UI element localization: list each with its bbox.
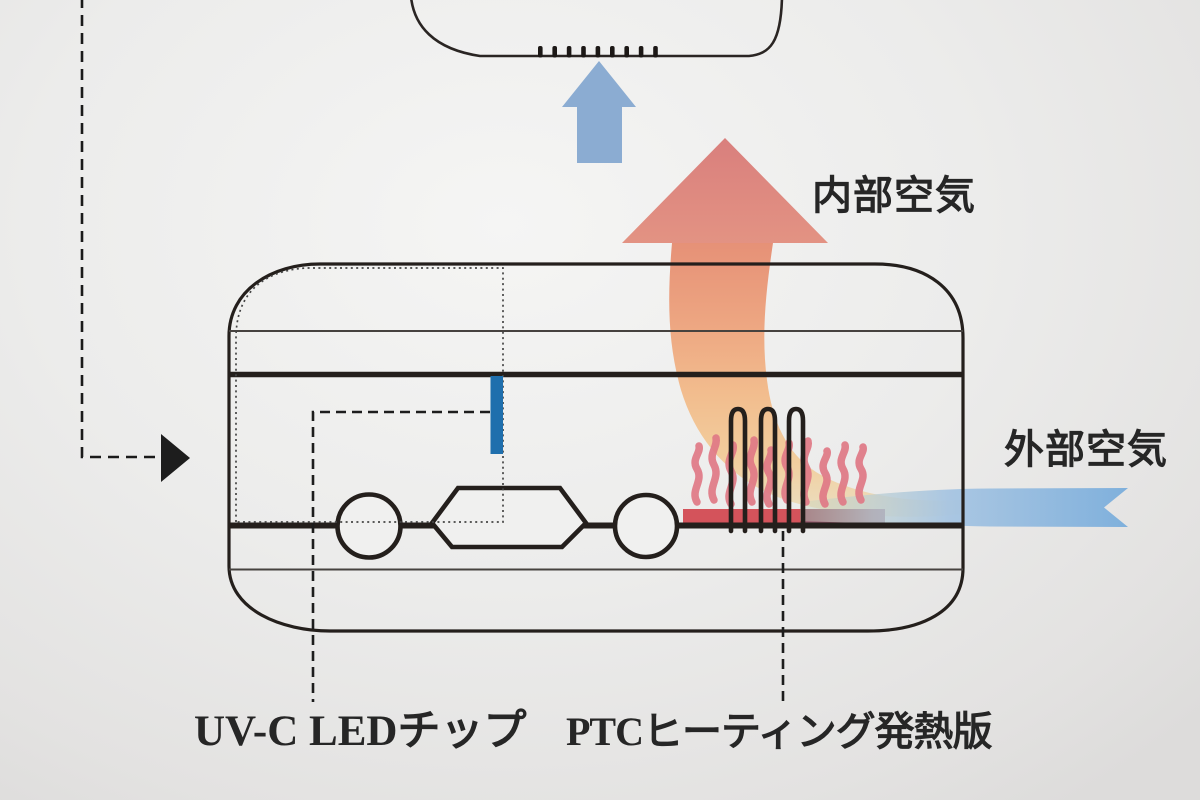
heating-coils bbox=[728, 406, 806, 534]
uvc-label-leader bbox=[311, 410, 490, 702]
inner-duct-dotted-outline bbox=[235, 267, 504, 523]
inlet-arrowhead-icon bbox=[161, 434, 190, 482]
warm-air-curved-arrow bbox=[622, 138, 963, 517]
upper-device-outline bbox=[410, 0, 784, 58]
fan-component-circle-right bbox=[612, 492, 680, 560]
inlet-guide bbox=[80, 0, 190, 482]
main-device-outline bbox=[227, 262, 965, 633]
warm-arrow-head bbox=[622, 138, 828, 243]
cool-air-up-arrow bbox=[562, 61, 636, 163]
filter-hexagon bbox=[429, 485, 590, 550]
external-air-label: 外部空気 bbox=[1004, 427, 1168, 472]
warm-arrow-shaft bbox=[669, 243, 963, 517]
uvc-led-bar bbox=[490, 376, 503, 454]
uvc-led-chip-label: UV-C LEDチップ bbox=[194, 708, 527, 755]
inlet-dashed-path bbox=[80, 0, 158, 459]
fan-component-circle-left bbox=[335, 492, 403, 560]
vent-slots bbox=[538, 46, 658, 58]
internal-air-label: 内部空気 bbox=[812, 173, 976, 218]
flow-components bbox=[335, 485, 680, 560]
ptc-heater-label: PTCヒーティング発熱版 bbox=[566, 709, 993, 754]
upper-device bbox=[410, 0, 784, 58]
